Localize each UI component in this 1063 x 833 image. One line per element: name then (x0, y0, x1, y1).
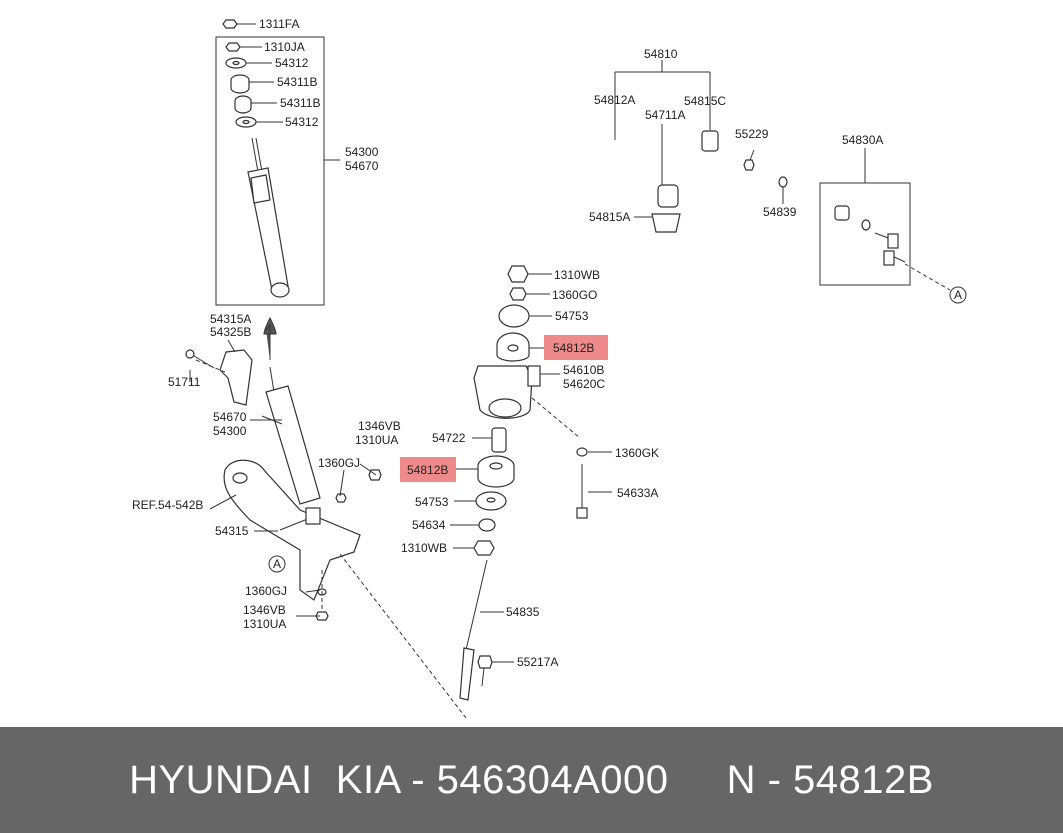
label-a-circle-left: A (273, 557, 281, 571)
label-54312-a: 54312 (275, 56, 309, 70)
label-1360gj-b: 1360GJ (245, 584, 287, 598)
label-54620c: 54620C (563, 377, 605, 391)
label-54312-b: 54312 (285, 115, 319, 129)
shock-kit-group (215, 19, 340, 306)
label-54830a: 54830A (842, 133, 883, 147)
label-1310wb-b: 1310WB (401, 541, 447, 555)
label-1310ja: 1310JA (264, 40, 305, 54)
label-1310ua-a: 1310UA (355, 433, 398, 447)
lower-assembly-group (185, 316, 467, 719)
label-54812b-bottom: 54812B (407, 463, 448, 477)
label-54610b: 54610B (563, 363, 604, 377)
label-54753-b: 54753 (415, 495, 449, 509)
label-54633a: 54633A (617, 486, 658, 500)
label-54815c: 54815C (684, 94, 726, 108)
label-1310ua-b: 1310UA (243, 617, 286, 631)
label-54315a: 54315A (210, 312, 251, 326)
label-55229: 55229 (735, 127, 769, 141)
label-54815a: 54815A (589, 210, 630, 224)
highlight-54812b-top (544, 335, 608, 360)
label-54810: 54810 (644, 47, 678, 61)
label-51711: 51711 (168, 375, 201, 389)
label-55217a: 55217A (517, 655, 558, 669)
label-1311fa: 1311FA (259, 17, 299, 31)
link-kit-group (819, 148, 967, 304)
label-1346vb-b: 1346VB (243, 603, 286, 617)
label-54300-b: 54300 (213, 424, 247, 438)
label-54812b-top: 54812B (553, 341, 594, 355)
label-a-circle-right: A (954, 288, 962, 302)
label-1346vb-a: 1346VB (358, 419, 401, 433)
label-1360gk: 1360GK (615, 446, 659, 460)
label-54315: 54315 (215, 524, 249, 538)
label-54753-a: 54753 (555, 309, 589, 323)
label-1360go: 1360GO (552, 288, 597, 302)
highlight-54812b-bottom (400, 457, 456, 482)
label-ref-54-542b: REF.54-542B (132, 498, 203, 512)
label-54634: 54634 (412, 518, 446, 532)
part-number-text: HYUNDAI KIA - 546304A000 N - 54812B (129, 758, 934, 802)
label-54711a: 54711A (645, 108, 685, 122)
parts-diagram: 1311FA 1310JA 54312 54311B 54311B 54312 … (132, 17, 967, 719)
label-54300-a: 54300 (345, 145, 379, 159)
label-54722: 54722 (432, 431, 466, 445)
label-54311b-b: 54311B (280, 96, 320, 110)
label-1310wb-a: 1310WB (554, 268, 600, 282)
label-54670-a: 54670 (345, 159, 379, 173)
label-54670-b: 54670 (213, 410, 247, 424)
stabilizer-bar-group (522, 39, 788, 233)
label-54311b-a: 54311B (277, 75, 317, 89)
label-54835: 54835 (506, 605, 540, 619)
label-54325b: 54325B (210, 325, 251, 339)
label-54812a: 54812A (594, 93, 635, 107)
bushing-stack-group (450, 265, 612, 701)
label-1360gj-a: 1360GJ (318, 456, 360, 470)
part-number-footer: HYUNDAI KIA - 546304A000 N - 54812B (0, 727, 1063, 833)
label-54839: 54839 (763, 205, 797, 219)
